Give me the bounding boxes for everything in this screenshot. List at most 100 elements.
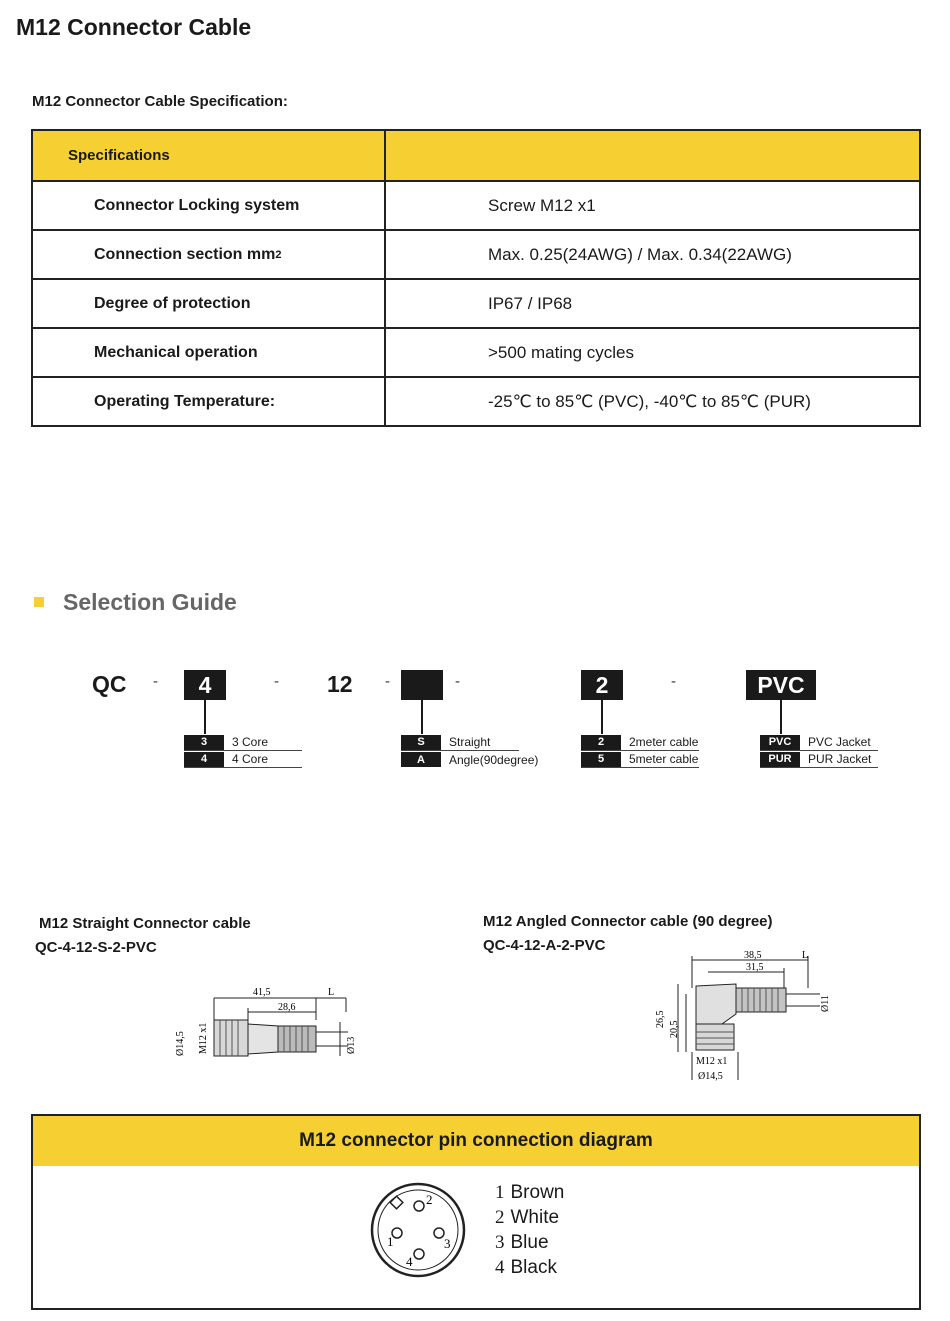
- option-row: A Angle(90degree): [401, 751, 543, 768]
- spec-value: Max. 0.25(24AWG) / Max. 0.34(22AWG): [488, 244, 792, 264]
- page-title: M12 Connector Cable: [16, 14, 252, 40]
- connector-line: [780, 700, 782, 734]
- option-row: 5 5meter cable: [581, 751, 699, 768]
- spec-table: Specifications Connector Locking system …: [31, 129, 921, 427]
- angled-connector-drawing: 38,5 31,5 L 26,5 20,5 M12 x1 Ø14,5 Ø11: [655, 950, 831, 1082]
- connector-line: [601, 700, 603, 734]
- section-bullet-icon: [34, 597, 44, 607]
- pin-diagram-panel: M12 connector pin connection diagram: [31, 1114, 921, 1310]
- spec-header-row: Specifications: [33, 131, 919, 180]
- option-row: S Straight: [401, 734, 519, 751]
- pin-legend-color: Black: [510, 1257, 557, 1278]
- dim-total: 41,5: [253, 987, 271, 998]
- pin-legend-color: Blue: [510, 1232, 549, 1253]
- dim-total: 38,5: [744, 950, 762, 961]
- code-type-box: [401, 670, 443, 700]
- code-dash: -: [153, 673, 158, 690]
- spec-value: >500 mating cycles: [488, 342, 634, 362]
- code-dash: -: [671, 673, 676, 690]
- pin-layout-icon: 2 1 3 4: [370, 1182, 466, 1278]
- dim-thread: M12 x1: [696, 1056, 727, 1067]
- pin-legend-color: White: [510, 1207, 560, 1228]
- code-cores-box: 4: [184, 670, 226, 700]
- code-dash: -: [455, 673, 460, 690]
- dim-body: 31,5: [746, 962, 764, 973]
- code-jacket-box: PVC: [746, 670, 816, 700]
- dim-h2: 20,5: [669, 1021, 680, 1039]
- option-key: PVC: [760, 734, 800, 750]
- option-text: Angle(90degree): [449, 752, 539, 767]
- option-text: 3 Core: [232, 735, 269, 749]
- spec-label: Operating Temperature:: [33, 378, 386, 425]
- option-row: PUR PUR Jacket: [760, 751, 878, 768]
- pin-number: 2: [426, 1192, 433, 1207]
- spec-label: Mechanical operation: [33, 329, 386, 376]
- option-key: S: [401, 734, 441, 750]
- option-key: PUR: [760, 751, 800, 767]
- options-jackets: PVC PVC Jacket PUR PUR Jacket: [760, 734, 878, 768]
- spec-row: Degree of protection IP67 / IP68: [33, 278, 919, 327]
- option-text: PVC Jacket: [808, 735, 871, 749]
- dim-d2: Ø11: [820, 995, 831, 1012]
- spec-row: Operating Temperature: -25℃ to 85℃ (PVC)…: [33, 376, 919, 425]
- pin-number: 3: [444, 1236, 451, 1251]
- spec-row: Mechanical operation >500 mating cycles: [33, 327, 919, 376]
- spec-value: Screw M12 x1: [488, 195, 596, 215]
- spec-header-empty: [386, 131, 919, 180]
- code-size: 12: [327, 671, 353, 697]
- option-key: 3: [184, 734, 224, 750]
- spec-subtitle: M12 Connector Cable Specification:: [32, 93, 288, 110]
- angled-code: QC-4-12-A-2-PVC: [483, 937, 606, 954]
- option-key: 5: [581, 751, 621, 767]
- spec-row: Connector Locking system Screw M12 x1: [33, 180, 919, 229]
- dim-d1: Ø14,5: [698, 1071, 723, 1082]
- options-cores: 3 3 Core 4 4 Core: [184, 734, 302, 768]
- spec-label: Degree of protection: [33, 280, 386, 327]
- spec-label: Connector Locking system: [33, 182, 386, 229]
- option-key: 2: [581, 734, 621, 750]
- angled-title: M12 Angled Connector cable (90 degree): [483, 913, 773, 930]
- dim-thread: M12 x1: [198, 1023, 209, 1054]
- spec-value: -25℃ to 85℃ (PVC), -40℃ to 85℃ (PUR): [488, 391, 811, 411]
- option-key: 4: [184, 751, 224, 767]
- code-dash: -: [274, 673, 279, 690]
- straight-code: QC-4-12-S-2-PVC: [35, 939, 157, 956]
- spec-header-label: Specifications: [33, 131, 386, 180]
- option-row: 3 3 Core: [184, 734, 302, 751]
- options-lengths: 2 2meter cable 5 5meter cable: [581, 734, 699, 768]
- connector-line: [204, 700, 206, 734]
- connector-line: [421, 700, 423, 734]
- spec-label-sup: 2: [275, 248, 282, 261]
- spec-value: IP67 / IP68: [488, 293, 573, 313]
- code-length-box: 2: [581, 670, 623, 700]
- option-text: 4 Core: [232, 752, 269, 766]
- option-key: A: [401, 752, 441, 767]
- pin-diagram-title: M12 connector pin connection diagram: [33, 1116, 919, 1166]
- straight-title: M12 Straight Connector cable: [39, 915, 251, 932]
- option-text: 2meter cable: [629, 735, 699, 749]
- dim-l: L: [802, 950, 808, 961]
- code-prefix: QC: [92, 671, 127, 697]
- dim-d1: Ø14,5: [175, 1031, 186, 1056]
- option-text: PUR Jacket: [808, 752, 872, 766]
- spec-label-text: Connection section mm: [94, 245, 276, 263]
- pin-legend-color: Brown: [510, 1182, 565, 1203]
- pin-legend-number: 4: [495, 1257, 505, 1278]
- dim-d2: Ø13: [346, 1037, 357, 1054]
- option-row: 4 4 Core: [184, 751, 302, 768]
- straight-connector-drawing: 41,5 28,6 L Ø14,5 M12 x1 Ø13: [175, 987, 357, 1057]
- code-dash: -: [385, 673, 390, 690]
- pin-number: 4: [406, 1254, 413, 1269]
- option-text: 5meter cable: [629, 752, 699, 766]
- option-row: PVC PVC Jacket: [760, 734, 878, 751]
- dim-h1: 26,5: [655, 1011, 666, 1029]
- options-types: S Straight A Angle(90degree): [401, 734, 543, 768]
- option-text: Straight: [449, 735, 491, 749]
